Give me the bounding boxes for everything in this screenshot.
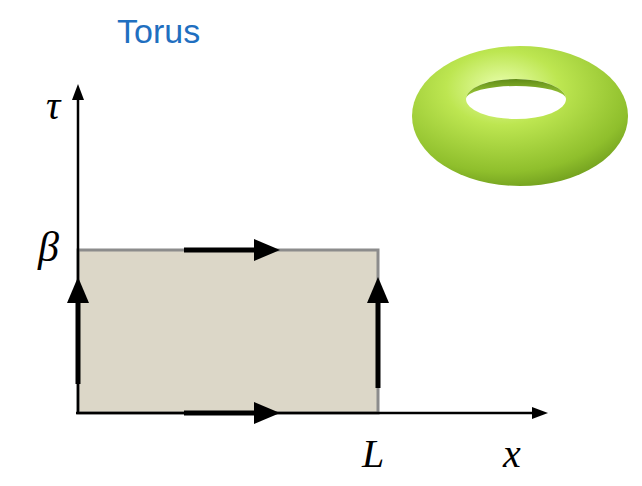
top-edge-arrow [184, 248, 258, 253]
torus-hole [466, 79, 566, 119]
top-edge-arrowhead [254, 239, 280, 261]
x-axis-head [532, 407, 548, 419]
tau-axis [77, 96, 80, 413]
left-edge-arrow [76, 300, 81, 384]
torus-inner-wall [466, 79, 566, 99]
left-edge-arrowhead [67, 277, 89, 303]
right-edge-arrow [376, 300, 381, 388]
right-edge-arrowhead [367, 277, 389, 303]
period-rectangle [78, 250, 378, 413]
axis-label: τ [46, 86, 60, 126]
torus-body [412, 46, 628, 186]
axis-label: β [38, 226, 59, 268]
axis-label: L [362, 434, 384, 474]
bottom-edge-arrow [184, 411, 258, 416]
x-axis [76, 412, 536, 415]
axis-label: x [503, 434, 521, 474]
tau-axis-head [72, 84, 84, 100]
diagram-title: Torus [117, 14, 200, 48]
bottom-edge-arrowhead [254, 402, 280, 424]
